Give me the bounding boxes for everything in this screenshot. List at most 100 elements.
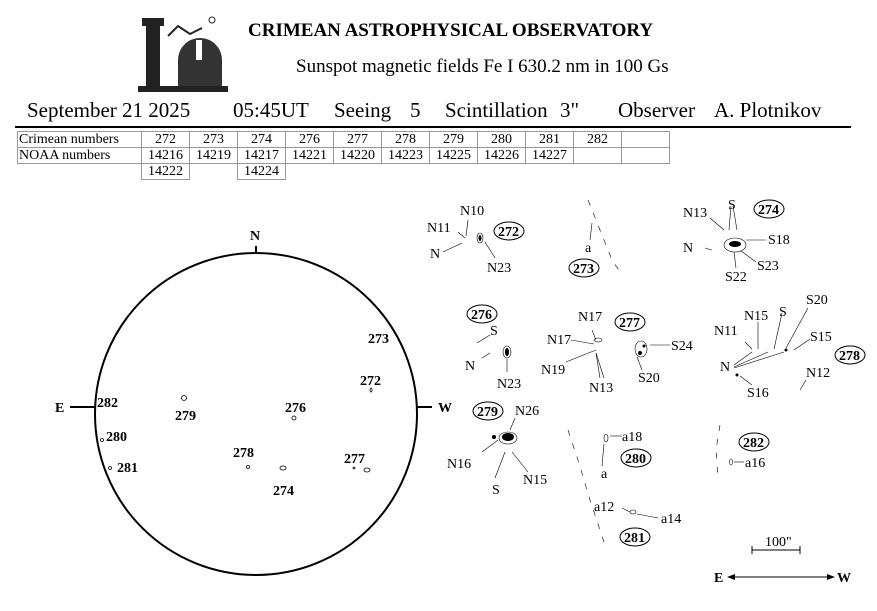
cell: 14217 <box>237 147 286 164</box>
disk-region-274: 274 <box>273 484 294 499</box>
cell: 14225 <box>429 147 478 164</box>
label: N23 <box>487 261 511 276</box>
observer-label: Observer <box>618 98 695 122</box>
label: N11 <box>427 221 451 236</box>
detail-id-281: 281 <box>624 531 645 546</box>
disk-region-280: 280 <box>106 430 127 445</box>
disk-region-272: 272 <box>360 374 381 389</box>
scintillation-value: 3" <box>560 98 580 122</box>
label: N17 <box>578 310 602 325</box>
label: S23 <box>757 259 779 274</box>
cell: 14220 <box>333 147 382 164</box>
cell: 14223 <box>381 147 430 164</box>
label: N26 <box>515 404 539 419</box>
label: S18 <box>768 233 790 248</box>
observatory-title: CRIMEAN ASTROPHYSICAL OBSERVATORY <box>248 20 654 41</box>
cell: 14227 <box>525 147 574 164</box>
scale-label: 100" <box>765 535 792 550</box>
label: a18 <box>622 430 642 445</box>
cell: 14222 <box>141 163 190 180</box>
disk-region-276: 276 <box>285 401 306 416</box>
spot-umbrae <box>478 235 788 441</box>
noaa-extra-row: 14222 14224 <box>18 163 670 180</box>
label: a14 <box>661 512 681 527</box>
cell: 277 <box>333 131 382 148</box>
label: N <box>683 241 693 256</box>
solar-disk <box>94 252 418 576</box>
label: S16 <box>747 386 769 401</box>
detail-id-273: 273 <box>573 262 594 277</box>
east-label: E <box>55 401 64 416</box>
chart-subtitle: Sunspot magnetic fields Fe I 630.2 nm in… <box>296 56 669 77</box>
label: S20 <box>806 293 828 308</box>
label: S <box>728 198 736 213</box>
label: S22 <box>725 270 747 285</box>
cell: 14221 <box>285 147 334 164</box>
label: S24 <box>671 339 693 354</box>
label: N19 <box>541 363 565 378</box>
disk-region-281: 281 <box>117 461 138 476</box>
label: S15 <box>810 330 832 345</box>
cell: 14219 <box>189 147 238 164</box>
detail-id-279: 279 <box>477 405 498 420</box>
disk-spots <box>100 387 373 473</box>
scale-west-label: W <box>837 571 851 586</box>
label: N12 <box>806 366 830 381</box>
scale-east-label: E <box>714 571 723 586</box>
scintillation-label: Scintillation <box>445 98 548 122</box>
crimean-row: Crimean numbers 272 273 274 276 277 278 … <box>17 131 670 148</box>
detail-id-282: 282 <box>743 436 764 451</box>
cell: 273 <box>189 131 238 148</box>
detail-id-278: 278 <box>839 349 860 364</box>
seeing-value: 5 <box>410 98 421 122</box>
label: N <box>430 247 440 262</box>
label: S <box>779 305 787 320</box>
detail-id-274: 274 <box>758 203 779 218</box>
disk-region-279: 279 <box>175 409 196 424</box>
label: N16 <box>447 457 471 472</box>
header-divider <box>15 126 851 128</box>
label: N10 <box>460 204 484 219</box>
cell: 14224 <box>237 163 286 180</box>
cell: 14216 <box>141 147 190 164</box>
detail-id-272: 272 <box>498 225 519 240</box>
label: N11 <box>714 324 738 339</box>
observatory-logo <box>138 16 228 92</box>
disk-region-273: 273 <box>368 332 389 347</box>
label: N15 <box>744 309 768 324</box>
cell <box>621 147 670 164</box>
obs-date: September 21 2025 <box>27 98 191 122</box>
disk-region-282: 282 <box>97 396 118 411</box>
disk-region-278: 278 <box>233 446 254 461</box>
detail-id-280: 280 <box>625 452 646 467</box>
north-label: N <box>250 229 260 244</box>
detail-lines <box>442 199 811 546</box>
label: S <box>490 324 498 339</box>
label: N17 <box>547 333 571 348</box>
label: N13 <box>589 381 613 396</box>
cell: 272 <box>141 131 190 148</box>
label: S20 <box>638 371 660 386</box>
row-label: Crimean numbers <box>17 131 142 148</box>
seeing-label: Seeing <box>334 98 392 122</box>
row-label: NOAA numbers <box>17 147 142 164</box>
label: a <box>601 467 608 482</box>
obs-time: 05:45UT <box>233 98 309 122</box>
label: N15 <box>523 473 547 488</box>
detail-id-277: 277 <box>619 316 640 331</box>
label: S <box>492 483 500 498</box>
label: a <box>585 241 592 256</box>
region-number-table: Crimean numbers 272 273 274 276 277 278 … <box>17 131 670 180</box>
label: N <box>720 360 730 375</box>
west-label: W <box>438 401 452 416</box>
region-id-ovals <box>466 199 866 547</box>
detail-id-276: 276 <box>471 308 492 323</box>
label: N <box>465 359 475 374</box>
label: a12 <box>594 500 614 515</box>
disk-region-277: 277 <box>344 452 365 467</box>
label: N23 <box>497 377 521 392</box>
noaa-row: NOAA numbers 14216 14219 14217 14221 142… <box>17 147 670 164</box>
label: a16 <box>745 456 765 471</box>
